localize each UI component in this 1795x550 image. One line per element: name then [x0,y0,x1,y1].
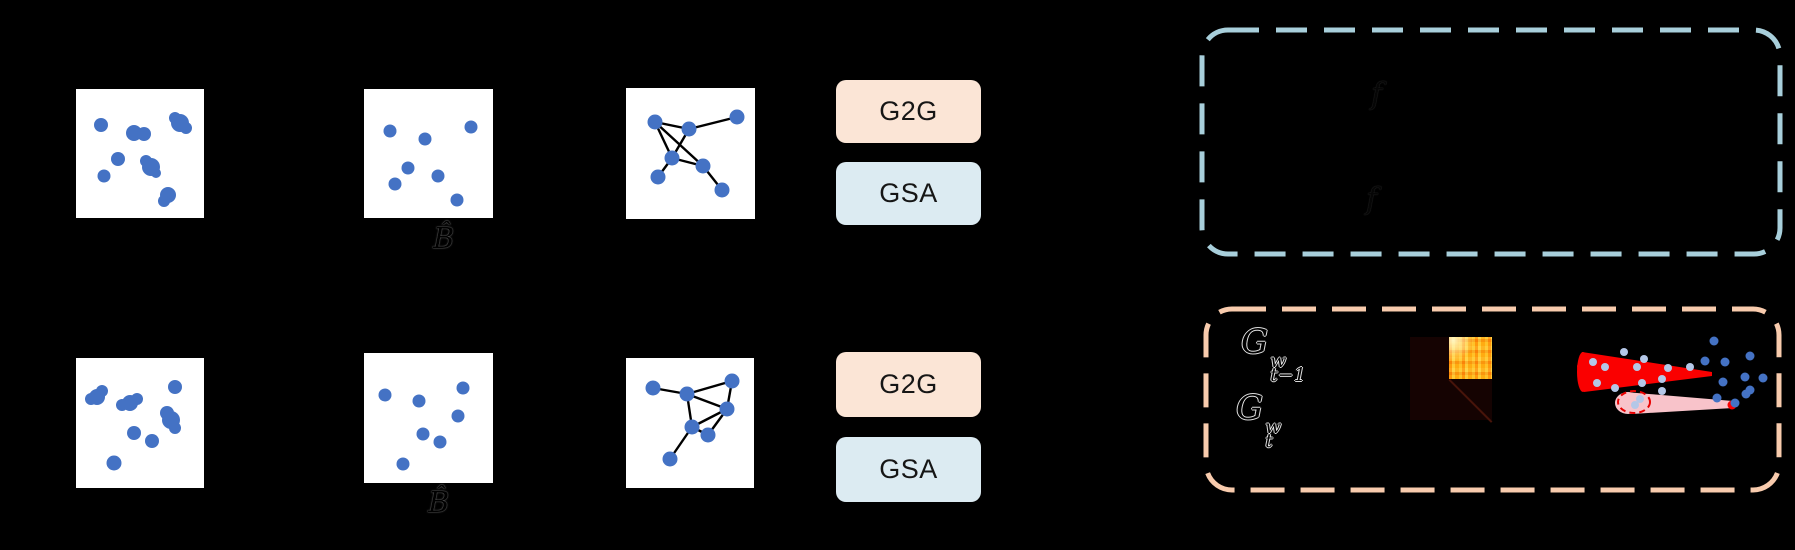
g2g-module-bottom: G2G [836,352,981,417]
similarity-matrix-heatmap [1410,337,1493,423]
graph-symbol-sub: t [1265,430,1273,453]
keypoints-label-bottom: B̂ [428,485,450,519]
faint-math-symbol-bottom: f [1366,182,1378,217]
blue-dashed-box: f f [1199,27,1783,257]
gsa-module-label: GSA [879,454,938,484]
keypoints-panel-top [364,89,493,218]
graph-symbol-base: G [1236,388,1264,428]
keypoints-label-top: B̂ [433,221,455,255]
graph-symbol-sub: t−1 [1270,364,1306,387]
graph-symbol-sup: w [1270,350,1287,372]
graph-symbol-base: G [1241,322,1269,362]
raw-point-cloud-panel-bottom [76,358,204,488]
graph-symbol-sup: w [1265,416,1282,438]
keypoints-panel-bottom [364,353,493,483]
gsa-module-label: GSA [879,178,938,208]
heatmap-hot-block [1449,337,1492,379]
g2g-module-label: G2G [879,96,938,126]
gsa-module-top: GSA [836,162,981,225]
faint-math-symbol-top: f [1371,77,1383,112]
g2g-module-label: G2G [879,369,938,399]
registration-result-figure [1570,330,1770,415]
g2g-module-top: G2G [836,80,981,143]
graph-panel-bottom [626,358,754,488]
raw-point-cloud-panel-top [76,89,204,218]
graph-panel-top [626,88,755,219]
gsa-module-bottom: GSA [836,437,981,502]
